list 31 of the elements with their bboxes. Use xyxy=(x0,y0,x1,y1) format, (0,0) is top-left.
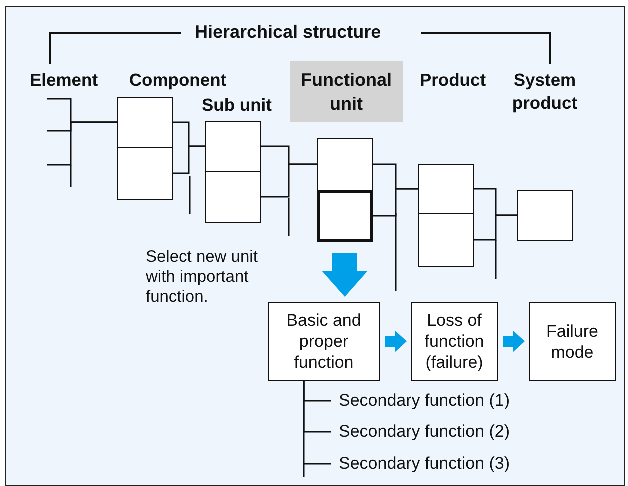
connector-line xyxy=(261,164,317,198)
branch-text: Secondary function (2) xyxy=(339,421,510,443)
level-heading: Sub unit xyxy=(201,94,273,117)
connector-line xyxy=(173,146,205,174)
block-arrow xyxy=(322,253,368,297)
note-text: Select new unit with important function. xyxy=(146,247,259,307)
unit-box xyxy=(418,213,474,267)
connector-line xyxy=(474,214,517,241)
branch-text: Secondary function (1) xyxy=(339,390,510,412)
level-heading: Product xyxy=(418,69,488,92)
unit-box xyxy=(517,190,573,241)
connector-line xyxy=(303,381,331,465)
unit-box xyxy=(205,171,261,223)
process-box: Failure mode xyxy=(529,302,616,381)
connector-line xyxy=(47,122,117,166)
highlighted-heading: Functional unit xyxy=(290,61,403,122)
process-box: Loss of function (failure) xyxy=(411,302,498,381)
unit-box xyxy=(317,190,373,242)
unit-box xyxy=(117,147,173,200)
level-heading: Component xyxy=(128,69,228,92)
block-arrow xyxy=(503,330,525,352)
unit-box xyxy=(117,97,173,148)
unit-box xyxy=(317,138,373,191)
level-heading: Element xyxy=(28,69,100,92)
unit-box xyxy=(418,164,474,214)
connector-line xyxy=(373,188,418,217)
process-box: Basic and proper function xyxy=(268,302,380,381)
block-arrow xyxy=(385,330,407,352)
unit-box xyxy=(205,121,261,172)
level-heading: System product xyxy=(511,69,579,115)
branch-text: Secondary function (3) xyxy=(339,453,510,475)
